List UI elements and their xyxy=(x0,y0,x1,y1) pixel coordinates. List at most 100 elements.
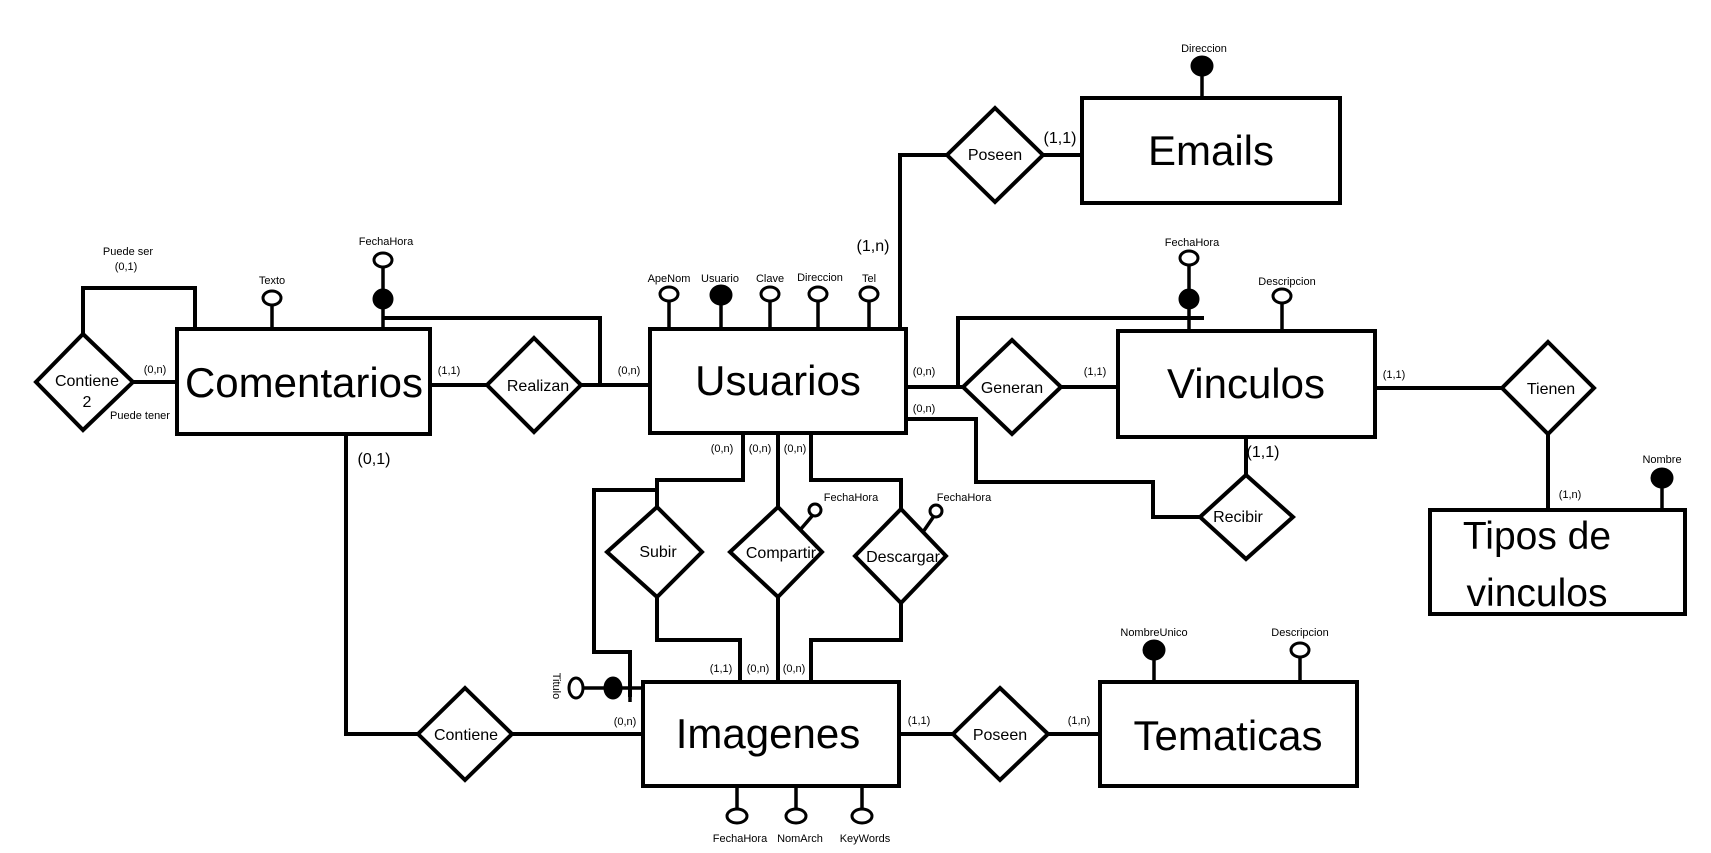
attr-usuarios-clave-label: Clave xyxy=(756,273,784,285)
card-puede-tener: Puede tener xyxy=(110,410,170,422)
rel-contiene[interactable]: Contiene xyxy=(415,685,515,783)
line-descargar-imagenes xyxy=(809,603,903,682)
rel-contiene2-label-line2: 2 xyxy=(83,394,92,411)
card-usuarios-realizan: (0,n) xyxy=(618,365,641,377)
connector-lines xyxy=(81,153,1550,736)
card-usuarios-emails: (1,n) xyxy=(857,238,890,255)
card-tematicas-poseen: (1,n) xyxy=(1068,715,1091,727)
attr-usuarios-tel: Tel xyxy=(858,273,880,329)
attr-usuarios-direccion: Direccion xyxy=(797,272,843,329)
rel-realizan[interactable]: Realizan xyxy=(484,335,584,435)
rel-compartir[interactable]: Compartir xyxy=(727,504,825,600)
rel-subir-label: Subir xyxy=(639,544,677,561)
card-tipos-tienen: (1,n) xyxy=(1559,489,1582,501)
entity-tipos-label-line2: vinculos xyxy=(1467,572,1608,615)
entity-tematicas[interactable]: Tematicas xyxy=(1098,680,1359,788)
card-vinculos-generan: (1,1) xyxy=(1084,366,1107,378)
entity-emails-label: Emails xyxy=(1148,127,1274,174)
rel-poseen-emails-label: Poseen xyxy=(968,147,1022,164)
entity-vinculos-label: Vinculos xyxy=(1167,360,1325,407)
attr-imagenes-fechahora-label: FechaHora xyxy=(713,833,768,845)
rel-poseen-tematicas-label: Poseen xyxy=(973,727,1027,744)
rel-poseen-emails[interactable]: Poseen xyxy=(944,105,1046,205)
line-subir-titulo-bracket xyxy=(592,488,657,697)
attr-emails-direccion-label: Direccion xyxy=(1181,43,1227,55)
card-puede-ser: Puede ser xyxy=(103,246,153,258)
entity-tipos-label-line1: Tipos de xyxy=(1463,515,1611,558)
entity-comentarios[interactable]: Comentarios xyxy=(175,327,432,436)
entity-usuarios[interactable]: Usuarios xyxy=(648,327,908,435)
attr-usuarios-apenom-label: ApeNom xyxy=(648,273,691,285)
line-vinculos-generan-bracket xyxy=(956,316,1204,387)
attr-comentarios-fechahora: FechaHora xyxy=(359,236,414,329)
card-puede-ser-value: (0,1) xyxy=(115,261,138,273)
entity-vinculos[interactable]: Vinculos xyxy=(1116,329,1377,439)
line-usuarios-descargar xyxy=(809,433,903,509)
rel-descargar[interactable]: Descargar xyxy=(852,506,949,606)
entity-tematicas-label: Tematicas xyxy=(1133,712,1322,759)
entity-emails[interactable]: Emails xyxy=(1080,96,1342,205)
entity-tipos-de-vinculos[interactable]: Tipos de vinculos xyxy=(1428,508,1687,616)
card-emails-poseen: (1,1) xyxy=(1044,130,1077,147)
card-usuarios-compartir: (0,n) xyxy=(749,443,772,455)
attr-comentarios-texto: Texto xyxy=(259,275,285,329)
attr-descargar-fechahora: FechaHora xyxy=(921,492,992,533)
line-subir-imagenes xyxy=(655,597,742,682)
cardinality-labels: Puede ser (0,1) Puede tener (0,n) (1,1) … xyxy=(103,130,1581,728)
card-contiene2-comentarios: (0,n) xyxy=(144,364,167,376)
entity-imagenes[interactable]: Imagenes xyxy=(641,680,901,788)
attr-imagenes-keywords-label: KeyWords xyxy=(840,833,891,845)
attr-vinculos-fechahora: FechaHora xyxy=(1165,237,1220,331)
attr-vinculos-descripcion-label: Descripcion xyxy=(1258,276,1315,288)
attr-tipos-nombre-label: Nombre xyxy=(1642,454,1681,466)
attr-tematicas-descripcion: Descripcion xyxy=(1271,627,1329,682)
attr-imagenes-fechahora: FechaHora xyxy=(713,786,768,845)
card-imagenes-compartir: (0,n) xyxy=(747,663,770,675)
attr-compartir-fechahora: FechaHora xyxy=(798,492,879,532)
card-imagenes-descargar: (0,n) xyxy=(783,663,806,675)
line-usuarios-poseen-emails xyxy=(898,153,947,329)
attr-usuarios-usuario: Usuario xyxy=(701,273,739,329)
attr-usuarios-direccion-label: Direccion xyxy=(797,272,843,284)
attr-compartir-fechahora-label: FechaHora xyxy=(824,492,879,504)
attr-emails-direccion: Direccion xyxy=(1181,43,1227,98)
card-comentarios-realizan: (1,1) xyxy=(438,365,461,377)
rel-tienen[interactable]: Tienen xyxy=(1499,339,1597,437)
attr-comentarios-texto-label: Texto xyxy=(259,275,285,287)
rel-realizan-label: Realizan xyxy=(507,378,569,395)
entity-usuarios-label: Usuarios xyxy=(695,357,861,404)
rel-recibir-label: Recibir xyxy=(1213,509,1263,526)
line-comentarios-usuarios-bracket xyxy=(383,316,602,384)
rel-poseen-tematicas[interactable]: Poseen xyxy=(950,685,1051,783)
attr-vinculos-fechahora-label: FechaHora xyxy=(1165,237,1220,249)
card-usuarios-generan: (0,n) xyxy=(913,366,936,378)
card-usuarios-recibir: (0,n) xyxy=(913,403,936,415)
line-comentarios-contiene xyxy=(344,434,418,736)
rel-tienen-label: Tienen xyxy=(1527,381,1575,398)
attr-tematicas-descripcion-label: Descripcion xyxy=(1271,627,1328,639)
rel-generan[interactable]: Generan xyxy=(960,337,1064,437)
attr-comentarios-fechahora-label: FechaHora xyxy=(359,236,414,248)
line-contiene2-loop xyxy=(81,286,197,334)
card-comentarios-contiene: (0,1) xyxy=(358,451,391,468)
rel-subir[interactable]: Subir xyxy=(604,504,705,600)
rel-recibir[interactable]: Recibir xyxy=(1197,472,1297,562)
card-imagenes-poseen: (1,1) xyxy=(908,715,931,727)
rel-generan-label: Generan xyxy=(981,380,1043,397)
attr-imagenes-nomarch: NomArch xyxy=(777,786,823,845)
entity-imagenes-label: Imagenes xyxy=(676,710,860,757)
attr-usuarios-usuario-label: Usuario xyxy=(701,273,739,285)
card-usuarios-descargar: (0,n) xyxy=(784,443,807,455)
rel-descargar-label: Descargar xyxy=(866,549,940,566)
rel-contiene2[interactable]: Contiene 2 xyxy=(33,331,136,433)
attr-tematicas-nombreunico-label: NombreUnico xyxy=(1120,627,1187,639)
card-imagenes-subir: (1,1) xyxy=(710,663,733,675)
card-usuarios-subir: (0,n) xyxy=(711,443,734,455)
line-usuarios-recibir xyxy=(906,417,1200,519)
attr-imagenes-keywords: KeyWords xyxy=(840,786,891,845)
attr-descargar-fechahora-label: FechaHora xyxy=(937,492,992,504)
attr-vinculos-descripcion: Descripcion xyxy=(1258,276,1316,331)
attr-tematicas-nombreunico: NombreUnico xyxy=(1120,627,1188,682)
attr-imagenes-nomarch-label: NomArch xyxy=(777,833,823,845)
